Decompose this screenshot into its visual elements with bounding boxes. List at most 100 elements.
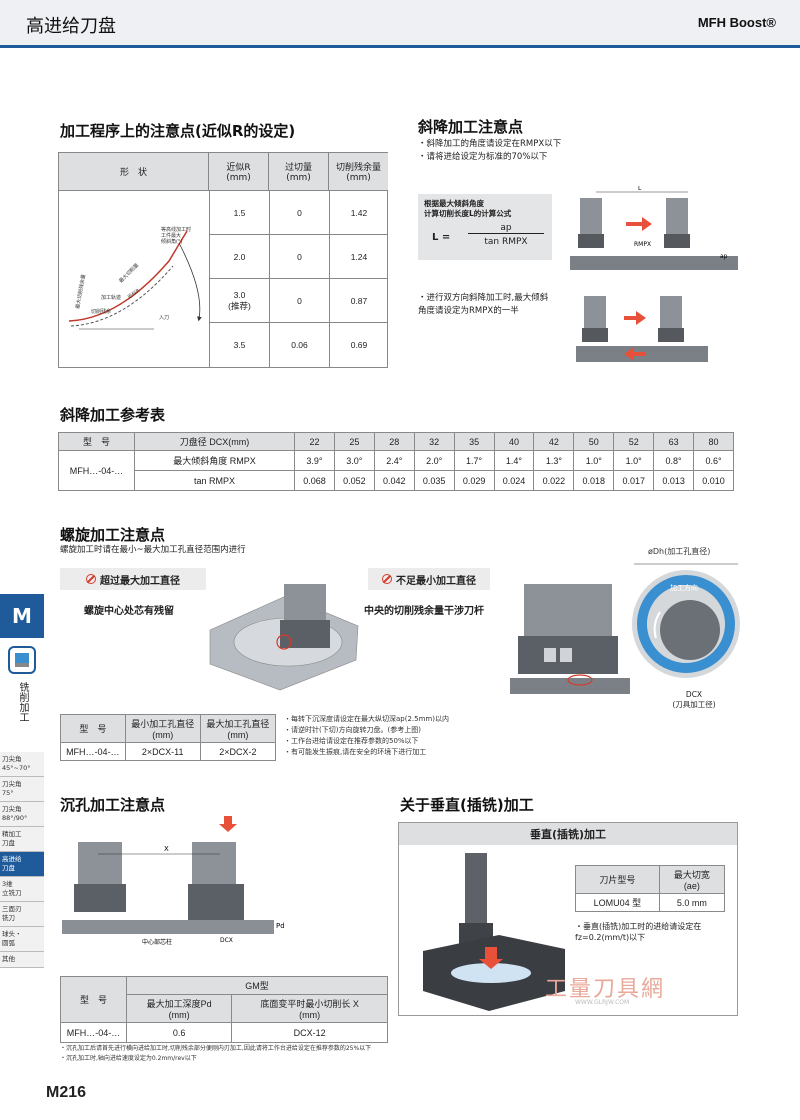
rt-cell: 0.017 bbox=[613, 470, 655, 491]
fig-pd: Pd bbox=[276, 922, 284, 930]
side-tab[interactable]: 其他 bbox=[0, 952, 44, 968]
rt-cell: 2.0° bbox=[413, 450, 455, 471]
counterbore-figure: X Pd 中心部芯柱 DCX bbox=[62, 816, 284, 946]
side-tab[interactable]: 精加工 刀盘 bbox=[0, 827, 44, 852]
pt-header-insert: 刀片型号 bbox=[575, 865, 660, 894]
rt-dcx: 25 bbox=[333, 432, 375, 451]
side-letter: M bbox=[12, 604, 32, 628]
fig-center: 中心部芯柱 bbox=[142, 938, 172, 946]
side-tab[interactable]: 刀尖角 88°/90° bbox=[0, 802, 44, 827]
formula-denominator: tan RMPX bbox=[484, 237, 528, 247]
approx-r-cell: 2.0 bbox=[209, 235, 269, 279]
plunge-shank bbox=[465, 853, 487, 943]
prohibit-icon bbox=[86, 574, 96, 584]
plunge-box: 垂直(插铣)加工 刀片型号 最大切宽 (ae) LOMU04 型 5.0 mm … bbox=[398, 822, 738, 1016]
plunge-box-title: 垂直(插铣)加工 bbox=[399, 823, 737, 845]
cbt-model: MFH…-04-… bbox=[60, 1022, 127, 1043]
angle-arc bbox=[178, 242, 202, 322]
approx-r-cell: 3.5 bbox=[209, 323, 269, 367]
cbt-pd: 0.6 bbox=[125, 1022, 233, 1043]
tool-body-3 bbox=[584, 296, 606, 338]
rt-cell: 0.035 bbox=[413, 470, 455, 491]
helical-note: ・有可能发生振痕,请在安全的环境下进行加工 bbox=[284, 748, 427, 756]
section-plunge-title: 关于垂直(插铣)加工 bbox=[400, 796, 534, 814]
page-number: M216 bbox=[46, 1084, 87, 1101]
ramp-bi-figure bbox=[576, 296, 708, 362]
rt-cell: 0.018 bbox=[573, 470, 615, 491]
warn-over-max-label: 超过最大加工直径 bbox=[100, 575, 180, 587]
cbt-x: DCX-12 bbox=[231, 1022, 388, 1043]
rt-cell: 2.4° bbox=[373, 450, 415, 471]
tool-body-2 bbox=[666, 198, 688, 244]
rt-cell: 0.042 bbox=[373, 470, 415, 491]
rt-cell: 3.0° bbox=[333, 450, 375, 471]
cb-note: ・沉孔加工时,轴向进给速度设定为0.2mm/rev以下 bbox=[60, 1055, 197, 1062]
rt-row1-label: 最大倾斜角度 RMPX bbox=[134, 450, 295, 471]
formula-l: L = bbox=[432, 232, 451, 243]
rt-dcx: 32 bbox=[413, 432, 455, 451]
residual-core-mark bbox=[276, 634, 292, 650]
circle-dcx-label: DCX (刀具加工径) bbox=[672, 690, 716, 709]
side-tab[interactable]: 三面刃 铣刀 bbox=[0, 902, 44, 927]
rt-cell: 0.010 bbox=[693, 470, 734, 491]
side-tab[interactable]: 刀尖角 75° bbox=[0, 777, 44, 802]
rt-cell: 0.022 bbox=[533, 470, 575, 491]
formula-numerator: ap bbox=[468, 223, 544, 234]
approx-r-header-shape: 形 状 bbox=[59, 153, 209, 191]
section-approx-r-title: 加工程序上的注意点(近似R的设定) bbox=[60, 122, 296, 140]
fig-label-entry: 入刀 bbox=[159, 315, 169, 321]
rt-dcx: 80 bbox=[693, 432, 734, 451]
ramp-arrow-icon bbox=[626, 217, 652, 231]
side-tab[interactable]: 高进给 刀盘 bbox=[0, 852, 44, 877]
tool-path-line bbox=[68, 230, 188, 322]
helical-direction-figure: 加工方向 bbox=[632, 563, 740, 678]
fig-ap: ap bbox=[720, 253, 728, 260]
insert-slot bbox=[544, 648, 556, 662]
rt-cell: 3.9° bbox=[294, 450, 335, 471]
insert-2 bbox=[664, 234, 690, 248]
ht-max: 2×DCX-2 bbox=[199, 742, 277, 761]
workpiece-cb bbox=[62, 920, 274, 934]
rt-dcx: 28 bbox=[373, 432, 415, 451]
pt-ae: 5.0 mm bbox=[658, 893, 726, 912]
warn-under-min-desc: 中央的切削残余量干涉刀杆 bbox=[364, 606, 484, 617]
cb-tool-head-1 bbox=[74, 884, 126, 912]
rt-header-type: 型 号 bbox=[58, 432, 135, 451]
fig-label-path: 加工轨迹 bbox=[101, 294, 121, 301]
plunge-figure bbox=[423, 853, 565, 1011]
fig-x: X bbox=[164, 845, 169, 853]
cbt-header-type: 型 号 bbox=[60, 976, 127, 1023]
side-tab[interactable]: 球头・ 圆弧 bbox=[0, 927, 44, 952]
insert-slot bbox=[560, 648, 572, 662]
rt-row2-label: tan RMPX bbox=[134, 470, 295, 491]
rt-cell: 1.7° bbox=[453, 450, 495, 471]
forward-arrow-icon bbox=[624, 311, 646, 325]
ht-header-min: 最小加工孔直径 (mm) bbox=[124, 714, 201, 743]
fig-l: L bbox=[638, 186, 642, 192]
insert-4 bbox=[658, 328, 684, 342]
approx-r-cell: 0 bbox=[269, 279, 329, 323]
side-vertical-label: 铣削加工 bbox=[17, 682, 28, 722]
rt-cell: 0.013 bbox=[653, 470, 695, 491]
fig-dcx: DCX bbox=[220, 937, 233, 944]
ramp-figure: L RMPX ap bbox=[570, 186, 738, 270]
rt-cell: 1.0° bbox=[573, 450, 615, 471]
approx-r-header-over: 过切量 (mm) bbox=[269, 153, 329, 191]
side-tab[interactable]: 刀尖角 45°~70° bbox=[0, 752, 44, 777]
page-title: 高进给刀盘 bbox=[26, 16, 116, 37]
tool-body-1 bbox=[580, 198, 602, 244]
workpiece-base bbox=[510, 678, 630, 694]
workpiece bbox=[570, 256, 738, 270]
circle-dir: 加工方向 bbox=[670, 583, 698, 592]
side-tab[interactable]: 3维 立铣刀 bbox=[0, 877, 44, 902]
ramp-bullet-3: ・进行双方向斜降加工时,最大倾斜 角度请设定为RMPX的一半 bbox=[418, 293, 549, 316]
cbt-header-x: 底面变平时最小切削长 X (mm) bbox=[231, 994, 388, 1023]
fig-label-maxcut: 最大切削量 bbox=[117, 262, 140, 285]
brand-title: MFH Boost® bbox=[697, 15, 776, 30]
down-arrow-icon bbox=[219, 816, 237, 832]
approx-r-figure: 等高线加工时工件最大倾斜角(°) 最大切削量 近似R 加工轨迹 最大切削残余量 … bbox=[68, 226, 202, 330]
helical-note: ・每转下沉深度请设定在最大纵切深ap(2.5mm)以内 bbox=[284, 715, 449, 723]
approx-r-cell: 1.5 bbox=[209, 191, 269, 235]
rt-dcx: 52 bbox=[613, 432, 655, 451]
